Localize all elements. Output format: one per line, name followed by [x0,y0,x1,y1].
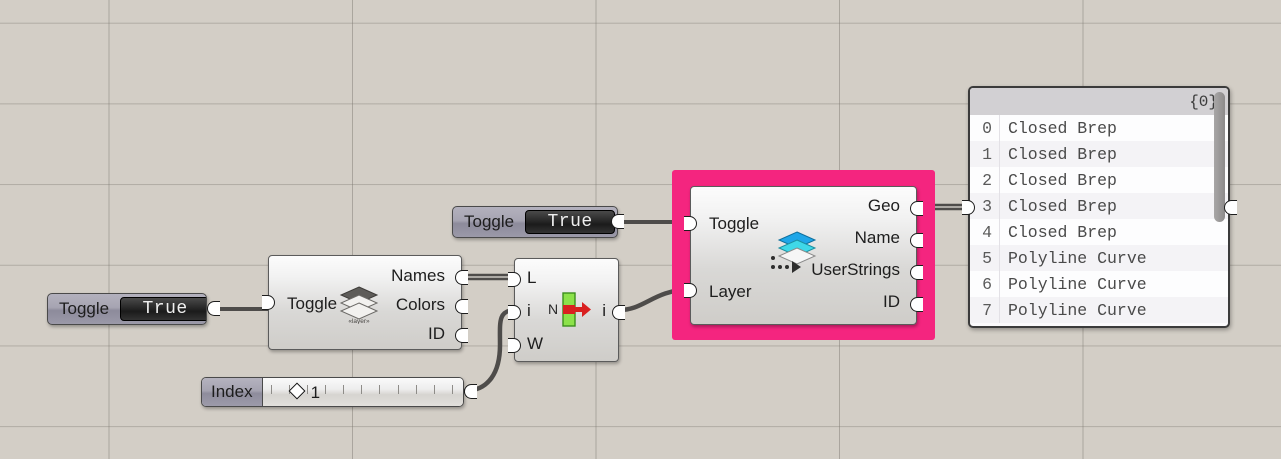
layer-input-toggle-label: Toggle [287,294,338,313]
reference-input-toggle-label: Toggle [709,214,760,233]
reference-output-userstrings-label: UserStrings [811,260,900,279]
list-item-output-port[interactable] [612,305,625,320]
panel-rows: 0 Closed Brep 1 Closed Brep 2 Closed Bre… [970,115,1228,323]
index-slider-track[interactable]: 1 [262,378,463,406]
reference-output-id-port[interactable] [910,297,923,312]
panel-row: 2 Closed Brep [970,167,1228,193]
index-slider-value: 1 [310,383,321,402]
list-item-component[interactable]: L i W i N [508,258,625,362]
svg-text:«layer»: «layer» [348,318,370,324]
panel-row-value: Polyline Curve [999,271,1228,297]
list-item-input-list-port[interactable] [508,272,521,287]
layer-output-id-label: ID [428,324,445,343]
toggle-layer-enable[interactable]: Toggle True [47,293,207,325]
list-item-input-wrap-label: W [527,334,544,353]
toggle-layer-value[interactable]: True [120,297,206,321]
panel-row: 3 Closed Brep [970,193,1228,219]
panel-row-index: 4 [982,222,992,242]
panel-path-header: {0} [970,88,1228,115]
list-item-input-index-port[interactable] [508,305,521,320]
reference-output-name-port[interactable] [910,233,923,248]
reference-output-geo-port[interactable] [910,201,923,216]
reference-by-layer-component[interactable]: Toggle Layer Geo Name UserStrings ID [684,186,923,325]
panel-row: 0 Closed Brep [970,115,1228,141]
panel-output-port[interactable] [1224,200,1237,215]
reference-input-toggle-port[interactable] [684,216,697,231]
panel-row-value: Closed Brep [999,115,1228,141]
layer-output-names-port[interactable] [455,270,468,285]
panel-row-value: Polyline Curve [999,245,1228,271]
layers-stack-blue-dotted-arrow-icon [767,229,819,281]
list-item-input-index-label: i [527,301,531,320]
toggle-reference-output-port[interactable] [611,214,624,229]
panel-row-index: 3 [982,196,992,216]
reference-output-geo-label: Geo [867,196,900,215]
panel-row-index: 6 [982,274,992,294]
toggle-reference-value[interactable]: True [525,210,616,234]
panel-row-value: Closed Brep [999,219,1228,245]
panel-row-value: Closed Brep [999,141,1228,167]
list-item-output-label: i [602,301,606,320]
index-slider-output-port[interactable] [464,384,477,399]
layer-output-id-port[interactable] [455,328,468,343]
toggle-layer-label: Toggle [59,299,110,318]
layer-input-toggle-port[interactable] [262,295,275,310]
reference-output-name-label: Name [854,228,900,247]
svg-text:N: N [548,301,558,317]
layer-output-colors-label: Colors [395,295,445,314]
panel-row: 6 Polyline Curve [970,271,1228,297]
layer-component[interactable]: Toggle «layer» Names Colors ID [262,255,468,350]
list-item-input-list-label: L [527,268,537,287]
panel-row-index: 0 [982,118,992,138]
layers-stack-grayscale-icon: «layer» [337,284,381,325]
index-slider[interactable]: Index 1 [201,377,464,407]
reference-output-userstrings-port[interactable] [910,265,923,280]
toggle-reference-enable[interactable]: Toggle True [452,206,618,238]
panel-row-value: Closed Brep [999,193,1228,219]
toggle-reference-label: Toggle [464,212,515,231]
panel-row-index: 7 [982,300,992,320]
index-slider-label: Index [202,378,263,406]
reference-input-layer-label: Layer [709,282,752,301]
panel-row-index: 2 [982,170,992,190]
panel-scrollbar[interactable] [1214,92,1225,222]
reference-input-layer-port[interactable] [684,283,697,298]
panel-row: 4 Closed Brep [970,219,1228,245]
panel-row: 1 Closed Brep [970,141,1228,167]
layer-output-names-label: Names [391,266,445,285]
panel-row-index: 1 [982,144,992,164]
panel-row: 5 Polyline Curve [970,245,1228,271]
wire-slider-to-listitem [463,307,515,394]
toggle-layer-output-port[interactable] [207,301,220,316]
output-panel[interactable]: {0} 0 Closed Brep 1 Closed Brep 2 Closed… [968,86,1230,328]
panel-row-index: 5 [982,248,992,268]
list-item-input-wrap-port[interactable] [508,338,521,353]
panel-row-value: Closed Brep [999,167,1228,193]
panel-input-port[interactable] [962,200,975,215]
layer-output-colors-port[interactable] [455,299,468,314]
reference-output-id-label: ID [883,292,900,311]
list-item-green-red-arrow-icon: N [547,291,591,328]
panel-row: 7 Polyline Curve [970,297,1228,323]
panel-row-value: Polyline Curve [999,297,1228,323]
